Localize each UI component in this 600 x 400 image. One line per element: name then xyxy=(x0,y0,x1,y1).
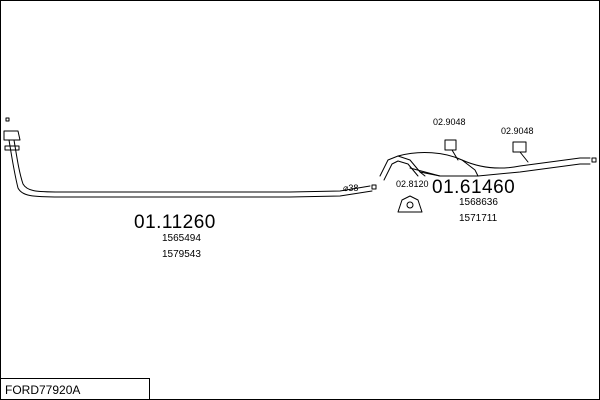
rear-silencer-part-number: 01.61460 xyxy=(432,177,516,198)
rubber-mount-1 xyxy=(444,139,457,151)
front-flange xyxy=(3,130,21,141)
rear-silencer-body xyxy=(397,152,479,177)
tail-pipe-end xyxy=(591,157,597,163)
clamp-part-number: 02.8120 xyxy=(396,179,429,189)
pipe-diameter-label: ⌀38 xyxy=(343,183,359,193)
front-pipe-oe-number-1: 1565494 xyxy=(162,233,201,244)
assembly-code-box: FORD77920A xyxy=(0,378,150,399)
rubber-mount-1-part-number: 02.9048 xyxy=(433,117,466,127)
front-pipe-oe-number-2: 1579543 xyxy=(162,249,201,260)
rubber-mount-2 xyxy=(512,141,527,153)
front-pipe-upper-edge xyxy=(8,139,373,198)
front-sensor-plug xyxy=(5,117,10,122)
front-pipe-part-number: 01.11260 xyxy=(134,212,216,233)
front-pipe-end xyxy=(371,184,377,190)
rubber-mount-2-part-number: 02.9048 xyxy=(501,126,534,136)
rear-silencer-oe-number-1: 1568636 xyxy=(459,197,498,208)
clamp-02-8120 xyxy=(397,195,423,213)
assembly-code: FORD77920A xyxy=(5,383,81,397)
rear-silencer-inlet xyxy=(379,155,426,177)
rear-silencer-oe-number-2: 1571711 xyxy=(459,213,498,224)
rear-tail-pipe xyxy=(461,157,591,177)
front-pipe-lower-edge xyxy=(13,139,371,193)
